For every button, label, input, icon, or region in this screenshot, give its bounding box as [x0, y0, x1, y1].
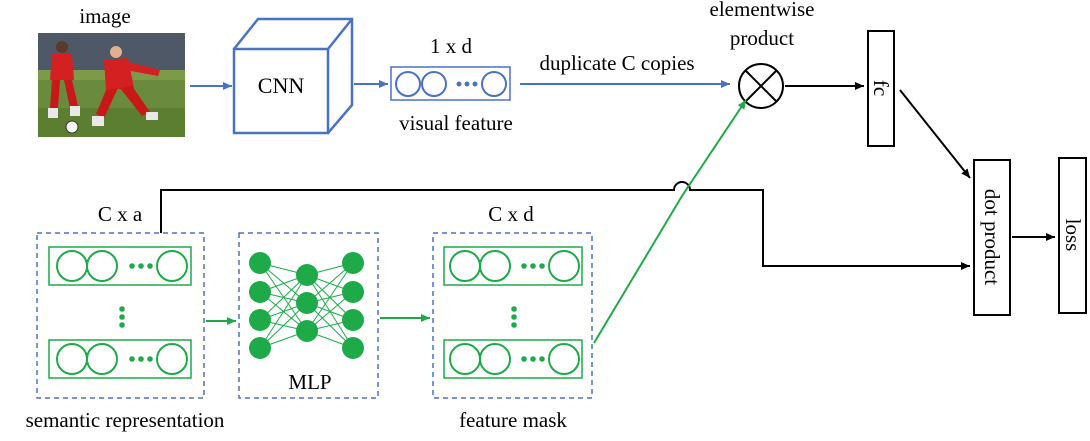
connector-semantic-to-dot	[160, 181, 970, 270]
mlp-neuron	[342, 337, 364, 359]
feature-mask-row-bottom	[443, 339, 583, 379]
feature-mask-row-top	[443, 246, 583, 286]
mlp-neuron	[296, 292, 318, 314]
mlp-neuron	[342, 309, 364, 331]
visual-feature-caption: visual feature	[399, 111, 513, 135]
cnn-cube	[232, 17, 354, 135]
product-label-line2: product	[730, 26, 794, 50]
loss-box	[1058, 157, 1087, 314]
mlp-neuron	[296, 264, 318, 286]
semantic-block-frame	[36, 232, 205, 399]
feature-mask-caption: feature mask	[459, 408, 567, 432]
mlp-label: MLP	[288, 370, 331, 394]
image-label: image	[79, 4, 130, 28]
mlp-block-frame	[238, 232, 379, 399]
semantic-vertical-dots	[119, 306, 125, 328]
feature-mask-vertical-dots	[511, 306, 517, 328]
mlp-neuron	[249, 309, 271, 331]
mlp-neuron	[249, 281, 271, 303]
feature-mask-dim-label: C x d	[488, 202, 534, 226]
fc-box	[867, 30, 895, 147]
mlp-connection	[306, 262, 354, 332]
mlp-network-icon	[249, 252, 364, 359]
soccer-image	[38, 33, 185, 137]
fc-label: fc	[869, 80, 893, 96]
arrow-mask-to-product	[593, 99, 747, 344]
elementwise-product-icon	[738, 63, 784, 109]
visual-feature-vector	[390, 66, 511, 101]
semantic-dim-label: C x a	[98, 202, 143, 226]
product-label-line1: elementwise	[710, 0, 815, 21]
mlp-neuron	[342, 252, 364, 274]
mlp-neuron	[249, 252, 271, 274]
mlp-connection	[259, 274, 308, 349]
duplicate-label: duplicate C copies	[539, 51, 694, 75]
semantic-row-bottom	[48, 339, 192, 379]
loss-label: loss	[1061, 219, 1085, 252]
mlp-neuron	[342, 281, 364, 303]
semantic-caption: semantic representation	[26, 408, 225, 432]
visual-feature-dim-label: 1 x d	[430, 34, 473, 58]
arrow-fc-to-dot	[899, 89, 971, 179]
mlp-neuron	[249, 337, 271, 359]
mlp-neuron	[296, 320, 318, 342]
cnn-label: CNN	[258, 73, 305, 98]
dot-product-box	[973, 159, 1011, 316]
semantic-row-top	[48, 246, 192, 286]
dot-product-label: dot product	[980, 189, 1004, 285]
